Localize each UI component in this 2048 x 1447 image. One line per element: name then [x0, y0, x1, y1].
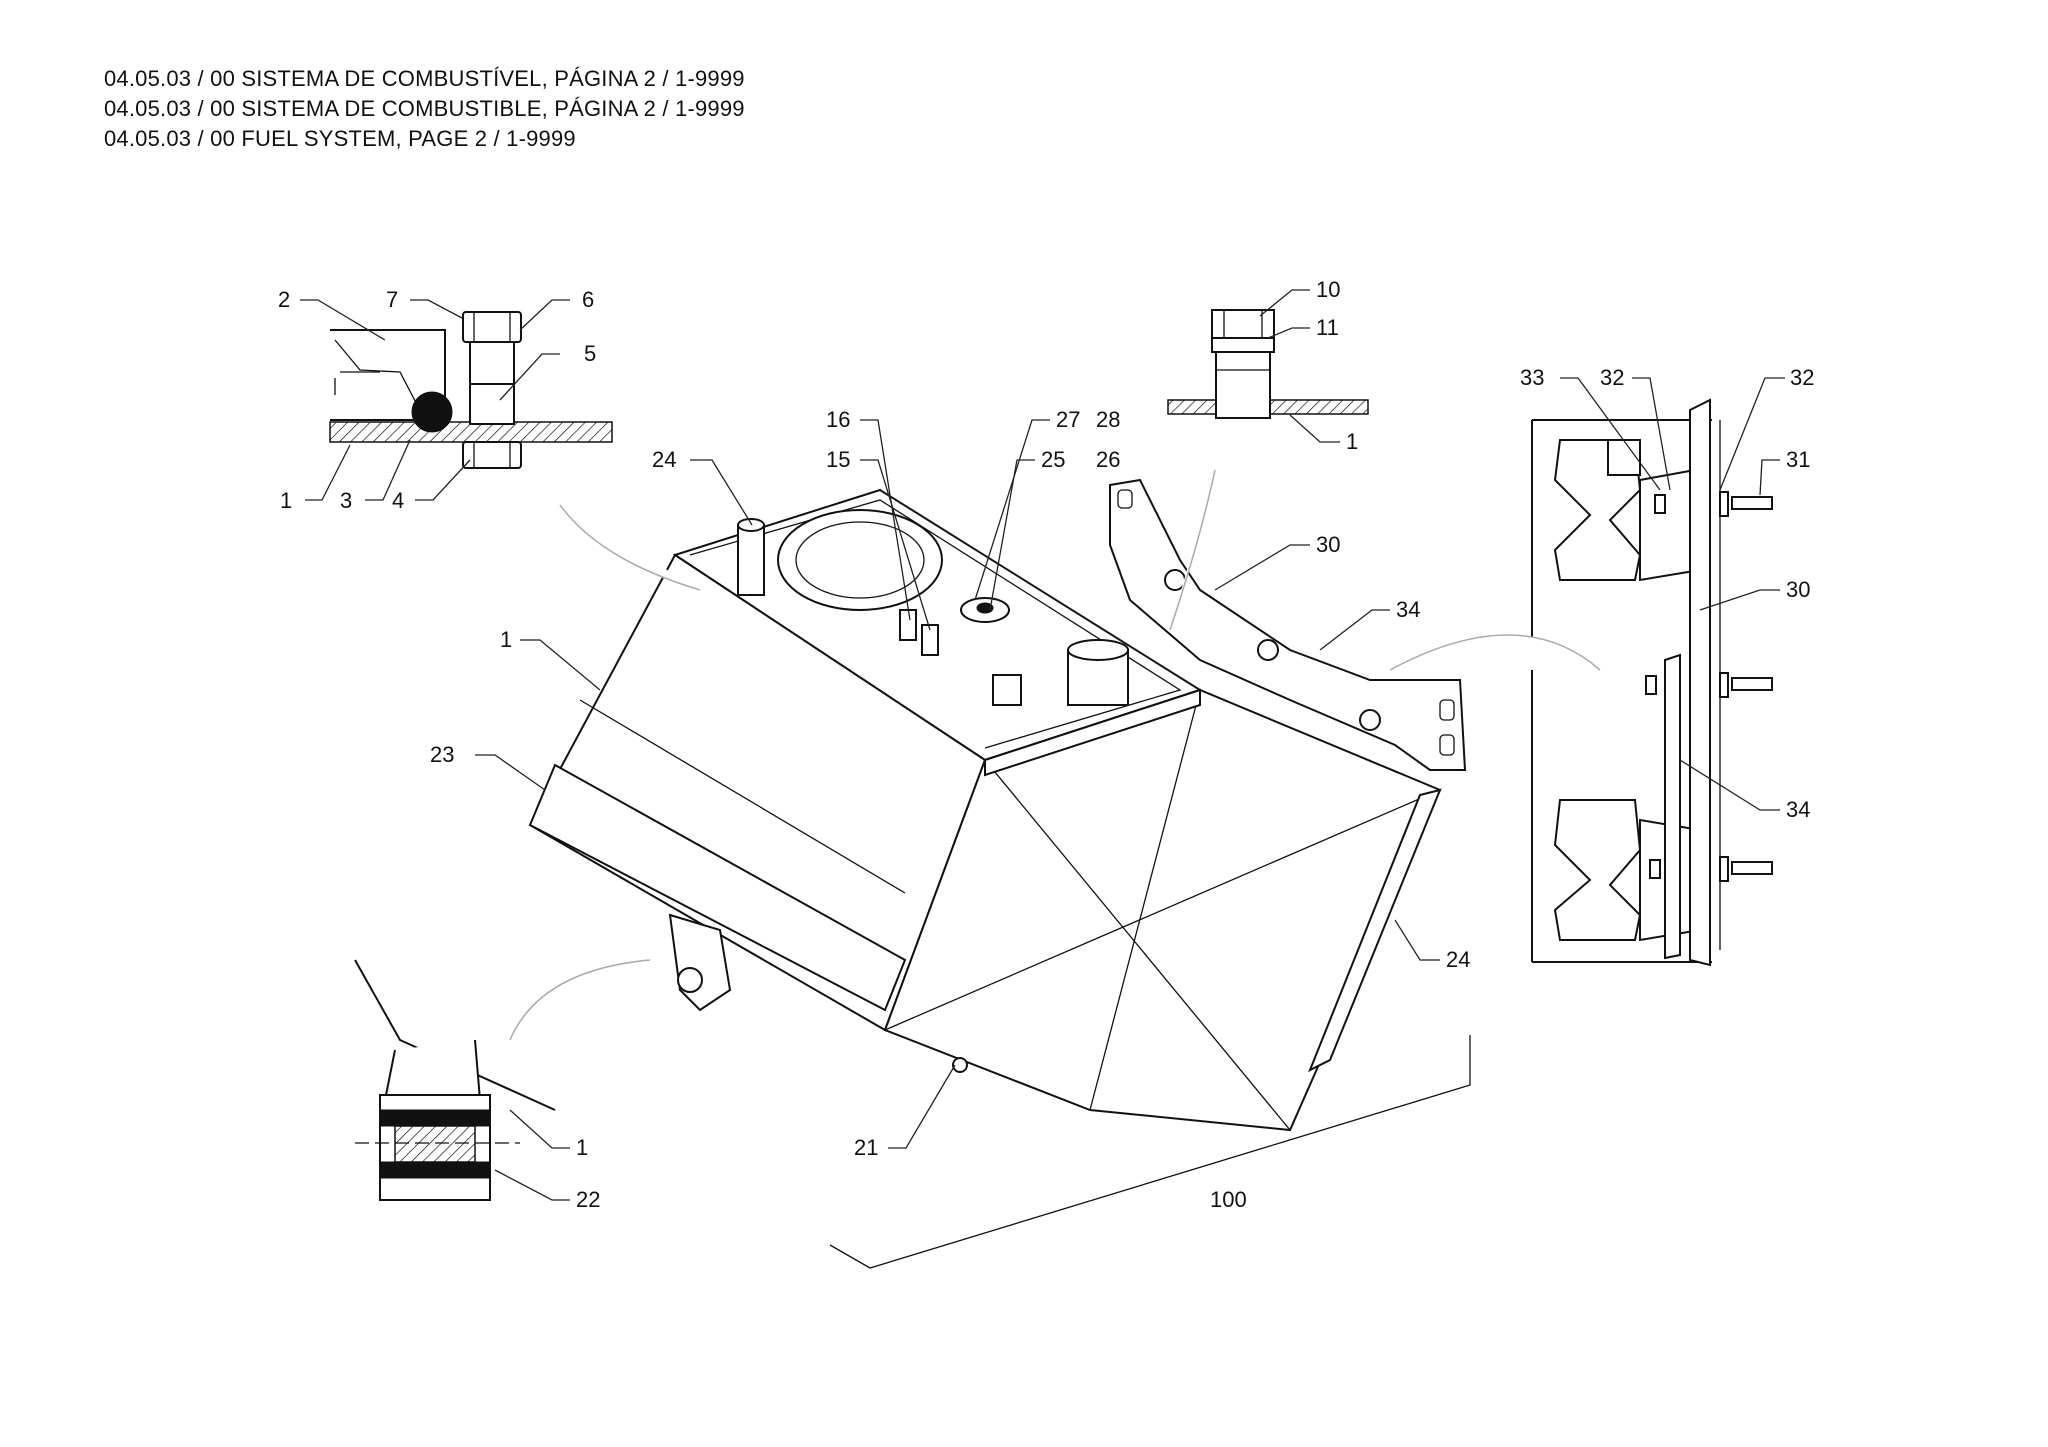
tank-strap	[528, 763, 907, 1012]
detail-top-fitting-section	[1167, 309, 1369, 419]
callout-6: 6	[582, 287, 594, 312]
callout-1-tank: 1	[500, 627, 512, 652]
callout-27: 27	[1056, 407, 1080, 432]
callout-32-left: 32	[1600, 365, 1624, 390]
callout-21: 21	[854, 1135, 878, 1160]
callout-4: 4	[392, 488, 404, 513]
callout-28: 28	[1096, 407, 1120, 432]
callout-15: 15	[826, 447, 850, 472]
callout-23: 23	[430, 742, 454, 767]
front-edge-strip	[1308, 788, 1442, 1073]
filler-neck	[737, 524, 765, 596]
detail-arrows	[509, 469, 1601, 1041]
leader-lines	[300, 289, 1785, 1201]
o-ring-seal	[411, 391, 453, 433]
callout-33: 33	[1520, 365, 1544, 390]
plug-nut	[462, 441, 522, 469]
callout-34: 34	[1396, 597, 1420, 622]
drain-plug	[952, 1057, 968, 1073]
callout-10: 10	[1316, 277, 1340, 302]
title-spanish: 04.05.03 / 00 SISTEMA DE COMBUSTIBLE, PÁ…	[104, 96, 745, 121]
title-english: 04.05.03 / 00 FUEL SYSTEM, PAGE 2 / 1-99…	[104, 126, 576, 151]
callout-22: 22	[576, 1187, 600, 1212]
callout-24-top: 24	[652, 447, 676, 472]
callout-2: 2	[278, 287, 290, 312]
callout-1-top: 1	[1346, 429, 1358, 454]
callout-3: 3	[340, 488, 352, 513]
detail-rubber-bushing	[354, 959, 556, 1201]
mounting-bracket	[1109, 478, 1467, 771]
callout-16: 16	[826, 407, 850, 432]
callout-30-detail: 30	[1786, 577, 1810, 602]
fuel-tank-assembly	[528, 478, 1471, 1269]
callout-26: 26	[1096, 447, 1120, 472]
fitting-28	[992, 674, 1022, 706]
callout-1-bushing: 1	[576, 1135, 588, 1160]
title-portuguese: 04.05.03 / 00 SISTEMA DE COMBUSTÍVEL, PÁ…	[104, 66, 745, 91]
fitting-15	[899, 609, 917, 641]
fitting-16	[921, 624, 939, 656]
callout-7: 7	[386, 287, 398, 312]
callout-31: 31	[1786, 447, 1810, 472]
bolt-31	[1731, 496, 1773, 510]
callout-1: 1	[280, 488, 292, 513]
fitting-hex	[1211, 309, 1275, 339]
callout-30: 30	[1316, 532, 1340, 557]
callout-5: 5	[584, 341, 596, 366]
page-header: 04.05.03 / 00 SISTEMA DE COMBUSTÍVEL, PÁ…	[104, 64, 745, 154]
callout-25: 25	[1041, 447, 1065, 472]
callout-labels: 1 2 3 4 5 6 7 10 11 1 16 15 24 27 28 25 …	[278, 277, 1814, 1212]
callout-24-front: 24	[1446, 947, 1470, 972]
plug-head	[462, 311, 522, 343]
callout-34-detail: 34	[1786, 797, 1810, 822]
callout-32-right: 32	[1790, 365, 1814, 390]
callout-100: 100	[1210, 1187, 1247, 1212]
detail-mount-bracket-side	[1531, 398, 1773, 967]
sender-unit-flange	[777, 509, 943, 611]
detail-drain-plug-section	[329, 311, 613, 469]
callout-11: 11	[1316, 315, 1339, 340]
